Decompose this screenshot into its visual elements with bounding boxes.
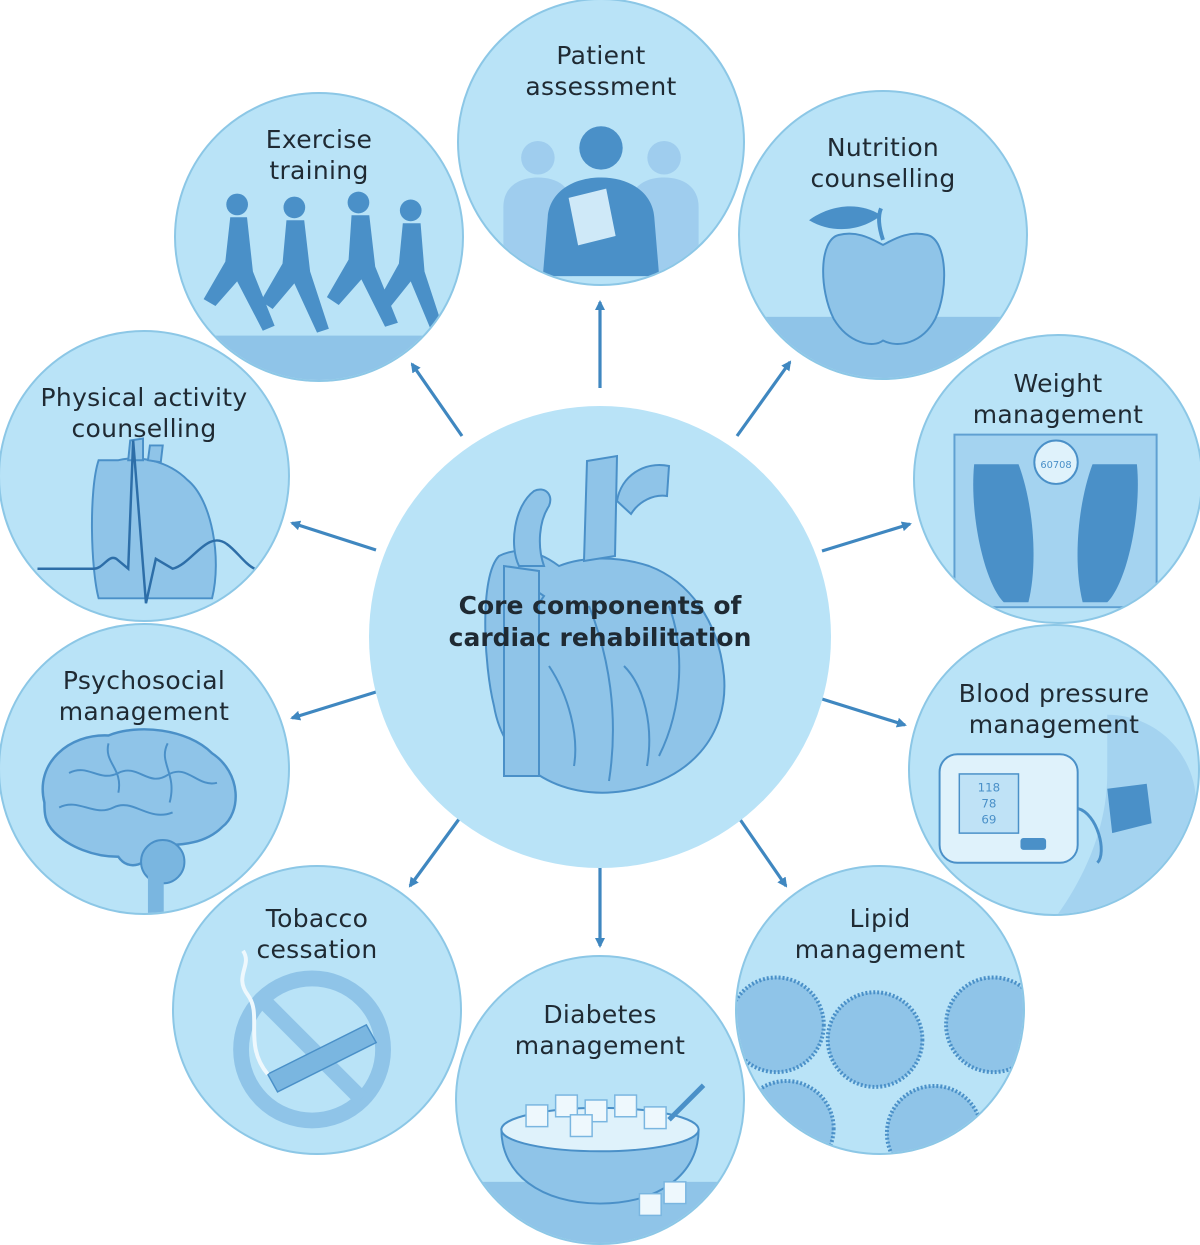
- heart-icon: [484, 454, 726, 794]
- node-psychosocial-management: Psychosocial management: [0, 623, 290, 915]
- label-nutrition-line1: Nutrition: [826, 133, 940, 162]
- apple-icon: [740, 206, 1026, 378]
- center-title: Core components of cardiac rehabilitatio…: [369, 590, 831, 654]
- arrow-to-weight-management: [821, 521, 912, 553]
- node-lipid-management: Lipid management: [735, 865, 1025, 1155]
- label-exercise-line2: training: [269, 156, 369, 185]
- label-physical-line2: counselling: [71, 414, 217, 443]
- label-exercise-line1: Exercise: [265, 125, 373, 154]
- label-diabetes-line2: management: [514, 1031, 686, 1060]
- blood-pressure-monitor-icon: 118 78 69: [938, 714, 1197, 914]
- node-tobacco-cessation: Tobacco cessation: [172, 865, 462, 1155]
- label-psychosocial-line1: Psychosocial: [62, 666, 226, 695]
- label-weight-line1: Weight: [1013, 369, 1103, 398]
- brain-icon: [41, 728, 237, 913]
- lipid-vesicle-icon: [737, 975, 1023, 1153]
- scale-digits: 60708: [1040, 460, 1071, 471]
- node-physical-activity-counselling: Physical activity counselling: [0, 330, 290, 622]
- label-nutrition-line2: counselling: [810, 164, 956, 193]
- label-tobacco-line1: Tobacco: [265, 904, 369, 933]
- node-nutrition-counselling: Nutrition counselling: [738, 90, 1028, 380]
- arrow-to-psychosocial-management: [290, 690, 377, 721]
- sugar-bowl-icon: [457, 1083, 743, 1243]
- label-tobacco-line2: cessation: [256, 935, 378, 964]
- arrow-to-blood-pressure-management: [821, 697, 907, 728]
- label-patient-assessment-line2: assessment: [525, 72, 677, 101]
- arrow-to-physical-activity-counselling: [290, 520, 377, 552]
- label-patient-assessment-line1: Patient: [556, 41, 646, 70]
- doctor-icon: [503, 126, 699, 277]
- label-psychosocial-line2: management: [58, 697, 230, 726]
- label-bp-line2: management: [968, 710, 1140, 739]
- center-node: Core components of cardiac rehabilitatio…: [369, 406, 831, 868]
- node-blood-pressure-management: 118 78 69 Blood pressure management: [908, 624, 1200, 916]
- bp-reading-pulse: 69: [981, 812, 996, 826]
- node-patient-assessment: Patient assessment: [457, 0, 745, 286]
- node-diabetes-management: Diabetes management: [455, 955, 745, 1245]
- center-title-line2: cardiac rehabilitation: [448, 623, 752, 652]
- node-weight-management: 60708 Weight management: [913, 334, 1200, 624]
- label-bp-line1: Blood pressure: [958, 679, 1150, 708]
- label-lipid-line1: Lipid: [849, 904, 911, 933]
- scale-icon: 60708: [953, 433, 1158, 609]
- no-smoking-icon: [233, 949, 391, 1129]
- label-weight-line2: management: [972, 400, 1144, 429]
- center-title-line1: Core components of: [458, 591, 742, 620]
- label-physical-line1: Physical activity: [40, 383, 248, 412]
- bp-reading-systolic: 118: [978, 781, 1001, 795]
- runners-icon: [176, 191, 462, 380]
- label-lipid-line2: management: [794, 935, 966, 964]
- node-exercise-training: Exercise training: [174, 92, 464, 382]
- ecg-heart-icon: [37, 437, 256, 604]
- label-diabetes-line1: Diabetes: [543, 1000, 657, 1029]
- bp-reading-diastolic: 78: [981, 796, 996, 810]
